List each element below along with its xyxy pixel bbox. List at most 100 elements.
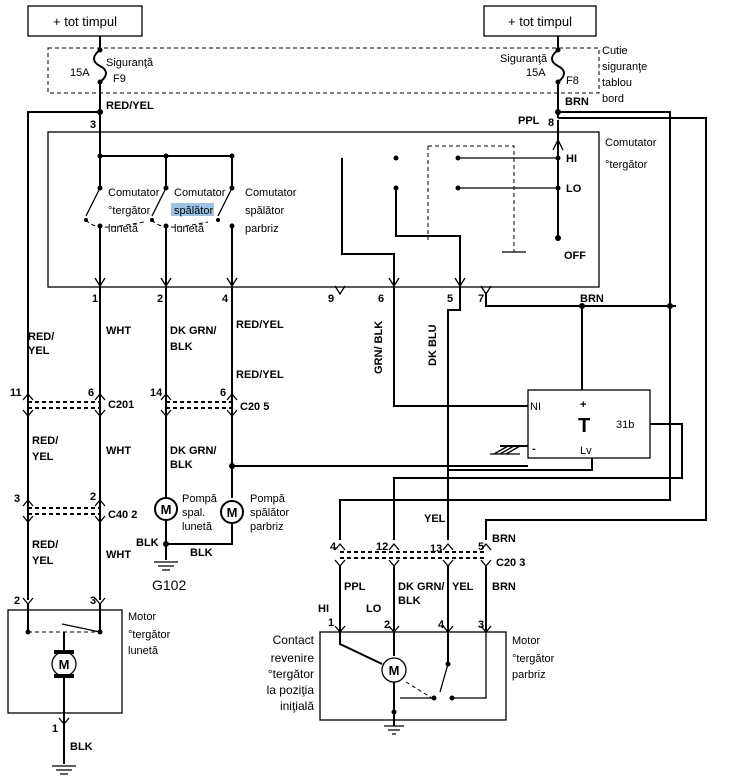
relay-lv: Lv: [580, 445, 592, 457]
front-washer-pump: M Pompă spălător parbriz: [166, 493, 289, 545]
wire-label-blk-pump-1: BLK: [136, 537, 159, 549]
switch-pin-6: 6: [378, 293, 384, 305]
fuse-box: Cutie siguranţe tablou bord: [47, 45, 647, 105]
relay-module: NI + T 31b - Lv: [527, 389, 651, 459]
c201-pin-left: 11: [10, 387, 22, 399]
sub-switch-2-a: Comutator: [174, 187, 226, 199]
rear-motor-pin-1: 1: [52, 723, 58, 735]
front-motor-lo: LO: [366, 603, 382, 615]
sub-switch-1-a: Comutator: [108, 187, 160, 199]
contact-label-5: iniţială: [280, 699, 314, 713]
wire-label-wht-3: WHT: [106, 549, 131, 561]
sub-switch-1-c: lunetă: [108, 223, 139, 235]
relay-t: T: [578, 415, 590, 437]
rear-motor-label-2: °tergător: [128, 629, 171, 641]
wire-label-wht-1: WHT: [106, 325, 131, 337]
switch-rear-wiper: Comutator °tergător lunetă: [84, 185, 160, 235]
wire-label-red-3: RED/: [32, 539, 58, 551]
wire-label-yel-1: YEL: [28, 345, 50, 357]
switch-mode-lo: LO: [566, 183, 582, 195]
fuse-box-label-4: bord: [602, 93, 624, 105]
power-label-left: + tot timpul: [53, 14, 117, 29]
c203-pin-4: 4: [330, 541, 337, 553]
sub-switch-2-c: lunetă: [174, 223, 205, 235]
relay-plus: +: [580, 399, 586, 411]
wiper-switch-title-2: °tergător: [605, 159, 648, 171]
rear-motor-label-1: Motor: [128, 611, 156, 623]
contact-label-2: revenire: [271, 651, 315, 665]
power-source-right: + tot timpul: [483, 5, 597, 37]
sub-switch-1-b: °tergător: [108, 205, 151, 217]
switch-rear-washer: Comutator spălător lunetă: [150, 185, 226, 235]
fuse-box-label-3: tablou: [602, 77, 632, 89]
rear-motor-pin-3: 3: [90, 595, 96, 607]
fuse-box-label-2: siguranţe: [602, 61, 647, 73]
wire-label-red-2: RED/: [32, 435, 58, 447]
fuse-f9: Siguranţă 15A F9: [70, 36, 154, 120]
rear-pump-label-1: Pompă: [182, 493, 218, 505]
wire-label-yel-front-2: YEL: [452, 581, 474, 593]
c201-label: C201: [108, 399, 134, 411]
rear-pump-label-3: lunetă: [182, 521, 213, 533]
wire-label-brn-sw: BRN: [580, 293, 604, 305]
front-wiper-motor: Motor °tergător parbriz HI LO 1 2 4 3 M: [318, 603, 555, 735]
switch-pin-9: 9: [328, 293, 334, 305]
sub-switch-3-c: parbriz: [245, 223, 279, 235]
contact-label-4: la poziţia: [267, 683, 315, 697]
relay-ni: NI: [530, 401, 541, 413]
front-motor-symbol: M: [389, 663, 400, 678]
wire-label-ppl-front: PPL: [344, 581, 366, 593]
front-motor-hi: HI: [318, 603, 329, 615]
c203-label: C20 3: [496, 557, 525, 569]
switch-pin-1: 1: [92, 293, 98, 305]
connector-c402: 3 2 C40 2: [14, 491, 137, 524]
switch-pin-5: 5: [447, 293, 453, 305]
wire-label-yel-front: YEL: [424, 513, 446, 525]
wire-label-blk-2: BLK: [170, 459, 193, 471]
wire-label-brn-front: BRN: [492, 581, 516, 593]
fuse-f8-rating: 15A: [526, 67, 546, 79]
rear-washer-pump: M Pompă spal. lunetă: [154, 493, 218, 544]
relay-minus: -: [532, 443, 536, 455]
wire-label-grn-blk: GRN/ BLK: [373, 321, 385, 374]
rear-wiper-motor: 2 3 M Motor °tergător lunetă 1 BLK: [7, 595, 171, 775]
rear-motor-pin-2: 2: [14, 595, 20, 607]
wire-label-wht-2: WHT: [106, 445, 131, 457]
fuse-f9-id: F9: [113, 73, 126, 85]
wire-label-red-1: RED/: [28, 331, 54, 343]
switch-pin-3: 3: [90, 119, 96, 131]
wire-label-yel-2: YEL: [32, 451, 54, 463]
wire-label-brn-c203: BRN: [492, 533, 516, 545]
park-contact-label: Contact revenire °tergător la poziţia in…: [267, 633, 315, 713]
front-pump-label-3: parbriz: [250, 521, 284, 533]
c205-pin-left: 14: [150, 387, 163, 399]
sub-switch-2-b: spălător: [174, 205, 213, 217]
front-motor-label-2: °tergător: [512, 653, 555, 665]
front-motor-pin-1: 1: [328, 617, 334, 629]
connector-c201: 11 6 C201: [10, 387, 134, 418]
fuse-f9-rating: 15A: [70, 67, 90, 79]
fuse-f8-id: F8: [566, 75, 579, 87]
front-motor-pin-4: 4: [438, 619, 445, 631]
c205-label: C20 5: [240, 401, 269, 413]
wire-label-dkgrn-front: DK GRN/: [398, 581, 444, 593]
connector-c203: 4 12 13 5 C20 3: [330, 541, 525, 569]
rear-motor-symbol: M: [59, 657, 70, 672]
switch-pin-7: 7: [478, 293, 484, 305]
wire-label-brn-top: BRN: [565, 96, 589, 108]
relay-31b: 31b: [616, 419, 634, 431]
wiper-switch-title-1: Comutator: [605, 137, 657, 149]
connector-c205: 14 6 C20 5: [150, 387, 269, 418]
sub-switch-3-b: spălător: [245, 205, 284, 217]
wire-label-red-yel-2: RED/YEL: [236, 319, 284, 331]
c205-pin-right: 6: [220, 387, 226, 399]
c203-pin-12: 12: [376, 541, 388, 553]
ground-g102-label: G102: [152, 577, 186, 593]
wire-label-yel-3: YEL: [32, 555, 54, 567]
front-pump-label-1: Pompă: [250, 493, 286, 505]
front-pump-label-2: spălător: [250, 507, 289, 519]
wire-label-ppl: PPL: [518, 115, 540, 127]
front-motor-pin-2: 2: [384, 619, 390, 631]
c203-pin-13: 13: [430, 543, 442, 555]
